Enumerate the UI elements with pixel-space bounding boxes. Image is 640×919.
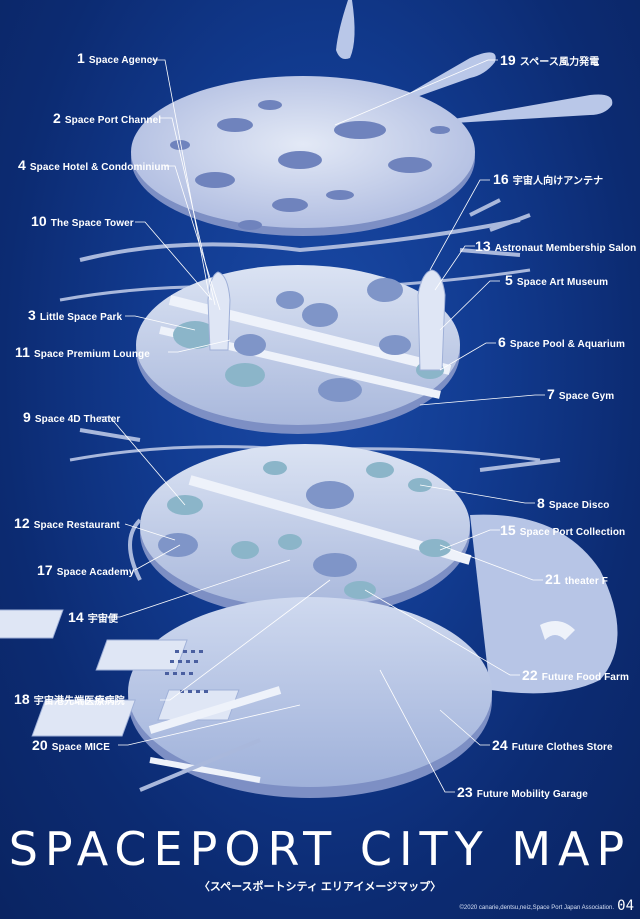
wind-blade-right-2: [420, 94, 613, 125]
lower-platform: [69, 428, 561, 618]
middle-platform: [59, 198, 531, 434]
base-platform: [0, 518, 492, 798]
page-number: 04: [617, 898, 634, 914]
page-subtitle: 〈スペースポートシティ エリアイメージマップ〉: [198, 881, 442, 893]
right-extension-platform: [470, 514, 618, 694]
wind-blade-top: [336, 0, 355, 59]
top-platform: [131, 76, 475, 236]
leader-lines: [97, 59, 545, 793]
copyright-text: ©2020 canarie,dentsu,neiz,Space Port Jap…: [459, 905, 614, 911]
page-title: SPACEPORT CITY MAP: [8, 822, 632, 876]
